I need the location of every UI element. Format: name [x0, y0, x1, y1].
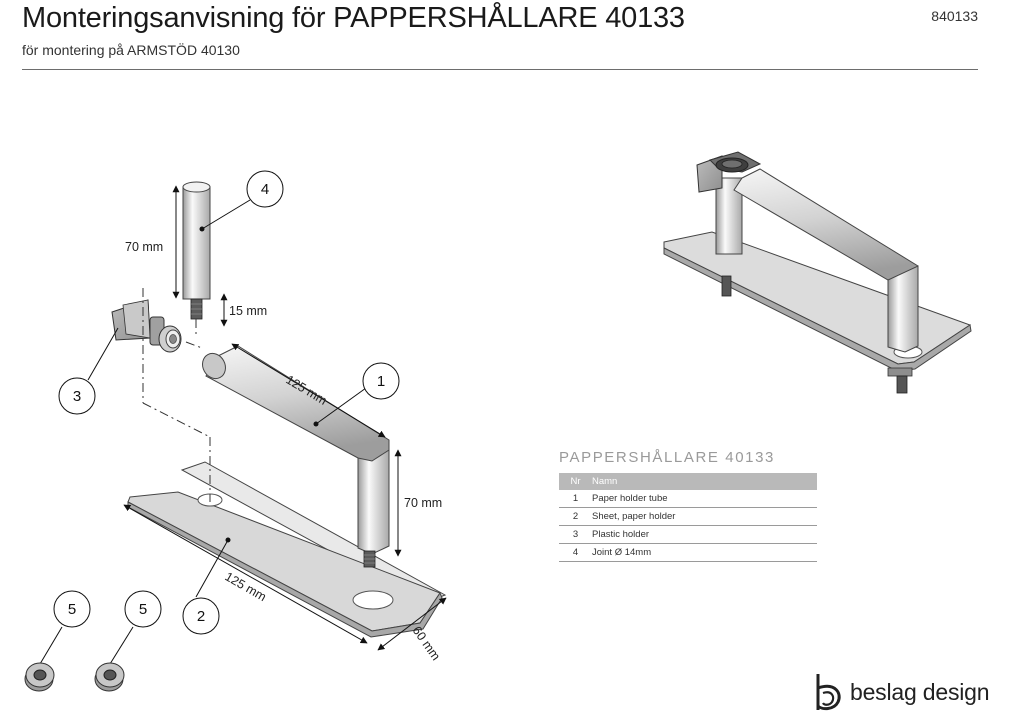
- page-title: Monteringsanvisning för PAPPERSHÅLLARE 4…: [22, 2, 685, 34]
- table-row: 3 Plastic holder: [559, 525, 817, 544]
- nut-left: [24, 662, 55, 692]
- dim-sheet-width: 60 mm: [410, 624, 443, 663]
- dim-joint-length: 70 mm: [125, 240, 163, 254]
- callout-2: 2: [182, 597, 220, 635]
- svg-text:3: 3: [73, 388, 81, 405]
- parts-table: Nr Namn 1 Paper holder tube 2 Sheet, pap…: [559, 473, 817, 562]
- assembled-view: [663, 151, 972, 394]
- svg-text:2: 2: [197, 608, 205, 625]
- table-row: 4 Joint Ø 14mm: [559, 543, 817, 562]
- table-row: 1 Paper holder tube: [559, 490, 817, 508]
- assembly-guide-lines: [142, 288, 211, 502]
- sheet-paper-holder: [127, 461, 447, 638]
- callout-1: 1: [362, 362, 400, 400]
- nut-right: [94, 662, 125, 692]
- dim-thread-length: 15 mm: [229, 304, 267, 318]
- parts-list-title: PAPPERSHÅLLARE 40133: [559, 449, 775, 466]
- table-row: 2 Sheet, paper holder: [559, 507, 817, 526]
- callout-4: 4: [246, 170, 284, 208]
- parts-table-header: Nr Namn: [559, 473, 817, 490]
- svg-text:5: 5: [68, 601, 76, 618]
- beslag-design-logo-icon: [816, 674, 841, 711]
- brand-logo-text: beslag design: [850, 678, 990, 705]
- svg-text:5: 5: [139, 601, 147, 618]
- callout-5-left: 5: [53, 590, 91, 628]
- callout-3: 3: [58, 377, 96, 415]
- dimension-lines: [123, 185, 447, 651]
- callout-leaders: [39, 199, 367, 665]
- brand-logo: beslag design: [814, 672, 990, 712]
- header-divider: [22, 69, 978, 70]
- header-namn: Namn: [592, 473, 817, 490]
- joint: [182, 181, 211, 320]
- callout-5-right: 5: [124, 590, 162, 628]
- page-subtitle: för montering på ARMSTÖD 40130: [22, 42, 240, 58]
- document-number: 840133: [931, 8, 978, 24]
- svg-text:4: 4: [261, 181, 269, 198]
- svg-text:1: 1: [377, 373, 385, 390]
- dim-tube-vertical: 70 mm: [404, 496, 442, 510]
- header-nr: Nr: [559, 473, 592, 490]
- plastic-holder: [111, 299, 182, 353]
- parts-list: PAPPERSHÅLLARE 40133 Nr Namn 1 Paper hol…: [559, 449, 817, 562]
